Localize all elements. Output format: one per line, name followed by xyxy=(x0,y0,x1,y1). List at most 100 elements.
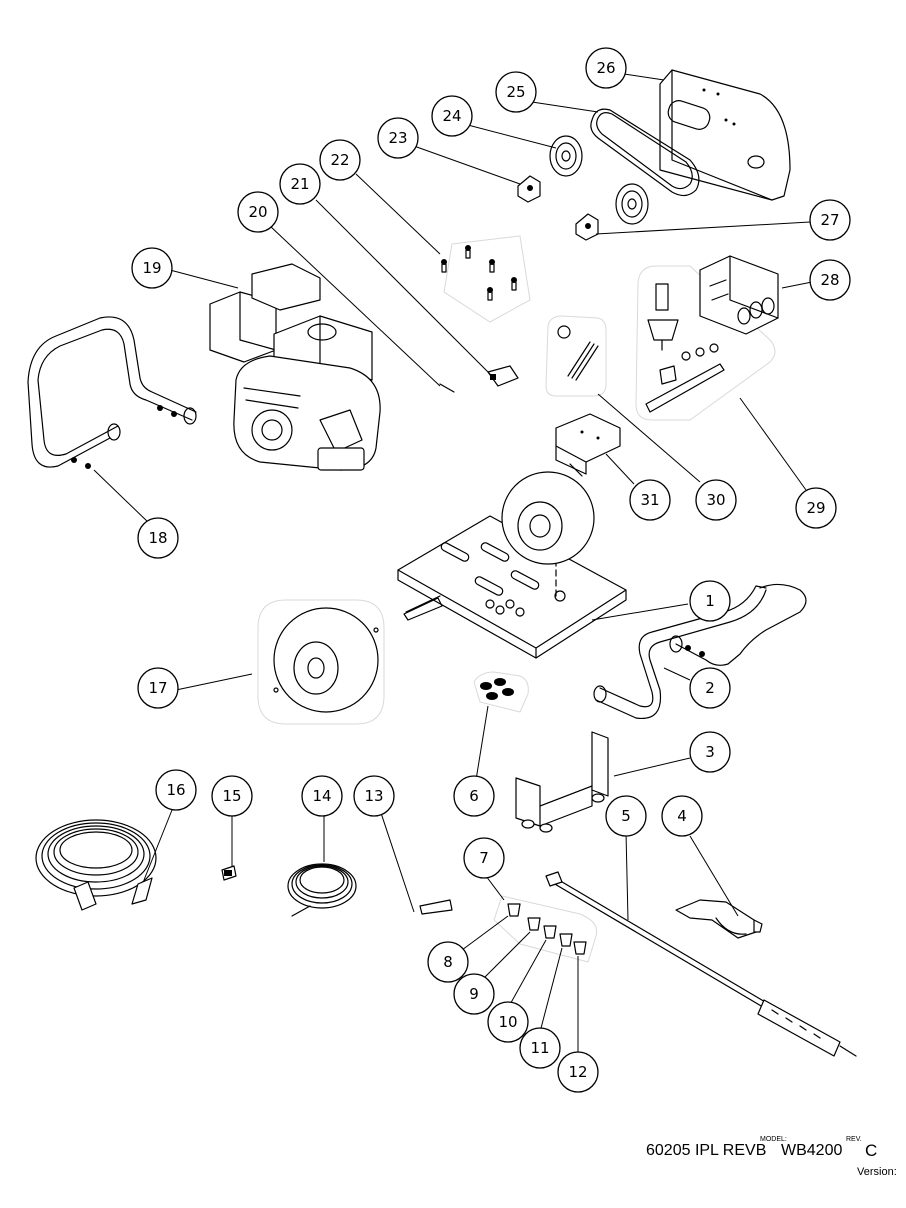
callout-27: 27 xyxy=(809,199,851,241)
callout-label: 21 xyxy=(290,175,309,193)
high-pressure-hose xyxy=(35,819,157,911)
callout-label: 8 xyxy=(443,953,453,971)
pump-pulley xyxy=(615,183,649,225)
engine-pulley xyxy=(549,135,583,177)
callout-11: 11 xyxy=(519,1027,561,1069)
callout-29: 29 xyxy=(795,487,837,529)
callout-25: 25 xyxy=(495,71,537,113)
callout-label: 4 xyxy=(677,807,687,825)
callout-label: 11 xyxy=(530,1039,549,1057)
callout-8: 8 xyxy=(427,941,469,983)
callout-label: 17 xyxy=(148,679,167,697)
wire-connector xyxy=(487,365,519,387)
spray-gun xyxy=(675,899,763,939)
callout-label: 5 xyxy=(621,807,631,825)
callout-label: 10 xyxy=(498,1013,517,1031)
callout-14: 14 xyxy=(301,775,343,817)
upper-handle xyxy=(27,316,197,469)
callout-28: 28 xyxy=(809,259,851,301)
hose-fitting xyxy=(221,865,237,881)
engine xyxy=(209,263,381,471)
callout-label: 3 xyxy=(705,743,715,761)
callout-4: 4 xyxy=(661,795,703,837)
callout-12: 12 xyxy=(557,1051,599,1093)
revision-letter: C xyxy=(865,1141,878,1160)
callout-label: 1 xyxy=(705,592,715,610)
callout-21: 21 xyxy=(279,163,321,205)
rear-wheel xyxy=(501,471,595,565)
callout-label: 30 xyxy=(706,491,725,509)
rubber-feet xyxy=(480,678,514,700)
title-block: MODEL: REV. 60205 IPL REVB WB4200 C Vers… xyxy=(640,1136,900,1186)
callout-label: 20 xyxy=(248,203,267,221)
pump-pulley-hub xyxy=(575,213,599,241)
pump-mount-bracket xyxy=(555,413,621,477)
callout-label: 29 xyxy=(806,499,825,517)
callout-label: 31 xyxy=(640,491,659,509)
quick-connect-clip xyxy=(419,899,453,915)
callout-1: 1 xyxy=(689,580,731,622)
belt-guard xyxy=(659,69,791,201)
callout-label: 22 xyxy=(330,151,349,169)
wheel xyxy=(273,607,379,713)
pressure-pump xyxy=(699,255,779,335)
callout-20: 20 xyxy=(237,191,279,233)
callout-7: 7 xyxy=(463,837,505,879)
callout-label: 26 xyxy=(596,59,615,77)
spring-kit-panel xyxy=(545,315,607,397)
callout-label: 6 xyxy=(469,787,479,805)
callout-label: 9 xyxy=(469,985,479,1003)
bypass-spring xyxy=(557,325,599,381)
document-number: 60205 IPL REVB xyxy=(646,1142,767,1159)
engine-key xyxy=(439,383,455,393)
version-label: Version: xyxy=(857,1166,897,1178)
callout-17: 17 xyxy=(137,667,179,709)
callout-13: 13 xyxy=(353,775,395,817)
callout-label: 27 xyxy=(820,211,839,229)
callout-label: 19 xyxy=(142,259,161,277)
callout-24: 24 xyxy=(431,95,473,137)
foot-kit-panel xyxy=(473,671,529,713)
callout-label: 24 xyxy=(442,107,461,125)
callout-3: 3 xyxy=(689,731,731,773)
spray-nozzles xyxy=(507,903,587,955)
model-number: WB4200 xyxy=(781,1142,843,1159)
drive-belt xyxy=(590,108,700,197)
callout-2: 2 xyxy=(689,667,731,709)
engine-bolts xyxy=(441,245,517,301)
callout-22: 22 xyxy=(319,139,361,181)
bolt-kit-panel xyxy=(443,235,531,323)
lower-handle xyxy=(593,583,807,720)
callout-label: 15 xyxy=(222,787,241,805)
callout-label: 28 xyxy=(820,271,839,289)
callout-16: 16 xyxy=(155,769,197,811)
chemical-hose xyxy=(287,863,357,917)
callout-label: 18 xyxy=(148,529,167,547)
callout-23: 23 xyxy=(377,117,419,159)
callout-label: 13 xyxy=(364,787,383,805)
callout-label: 14 xyxy=(312,787,331,805)
callout-10: 10 xyxy=(487,1001,529,1043)
engine-pulley-hub xyxy=(517,175,541,203)
callout-label: 23 xyxy=(388,129,407,147)
revision-label: REV. xyxy=(846,1136,862,1143)
model-label: MODEL: xyxy=(760,1136,787,1143)
callout-31: 31 xyxy=(629,479,671,521)
callout-9: 9 xyxy=(453,973,495,1015)
callout-label: 16 xyxy=(166,781,185,799)
callout-label: 2 xyxy=(705,679,715,697)
callout-30: 30 xyxy=(695,479,737,521)
leader-lines xyxy=(93,73,813,1054)
callout-label: 25 xyxy=(506,83,525,101)
callout-15: 15 xyxy=(211,775,253,817)
callout-6: 6 xyxy=(453,775,495,817)
unloader-assembly xyxy=(645,283,725,413)
callout-19: 19 xyxy=(131,247,173,289)
callout-label: 12 xyxy=(568,1063,587,1081)
gun-holder-bracket xyxy=(515,731,609,833)
callout-18: 18 xyxy=(137,517,179,559)
callout-label: 7 xyxy=(479,849,489,867)
spray-wand xyxy=(545,871,857,1057)
callout-26: 26 xyxy=(585,47,627,89)
